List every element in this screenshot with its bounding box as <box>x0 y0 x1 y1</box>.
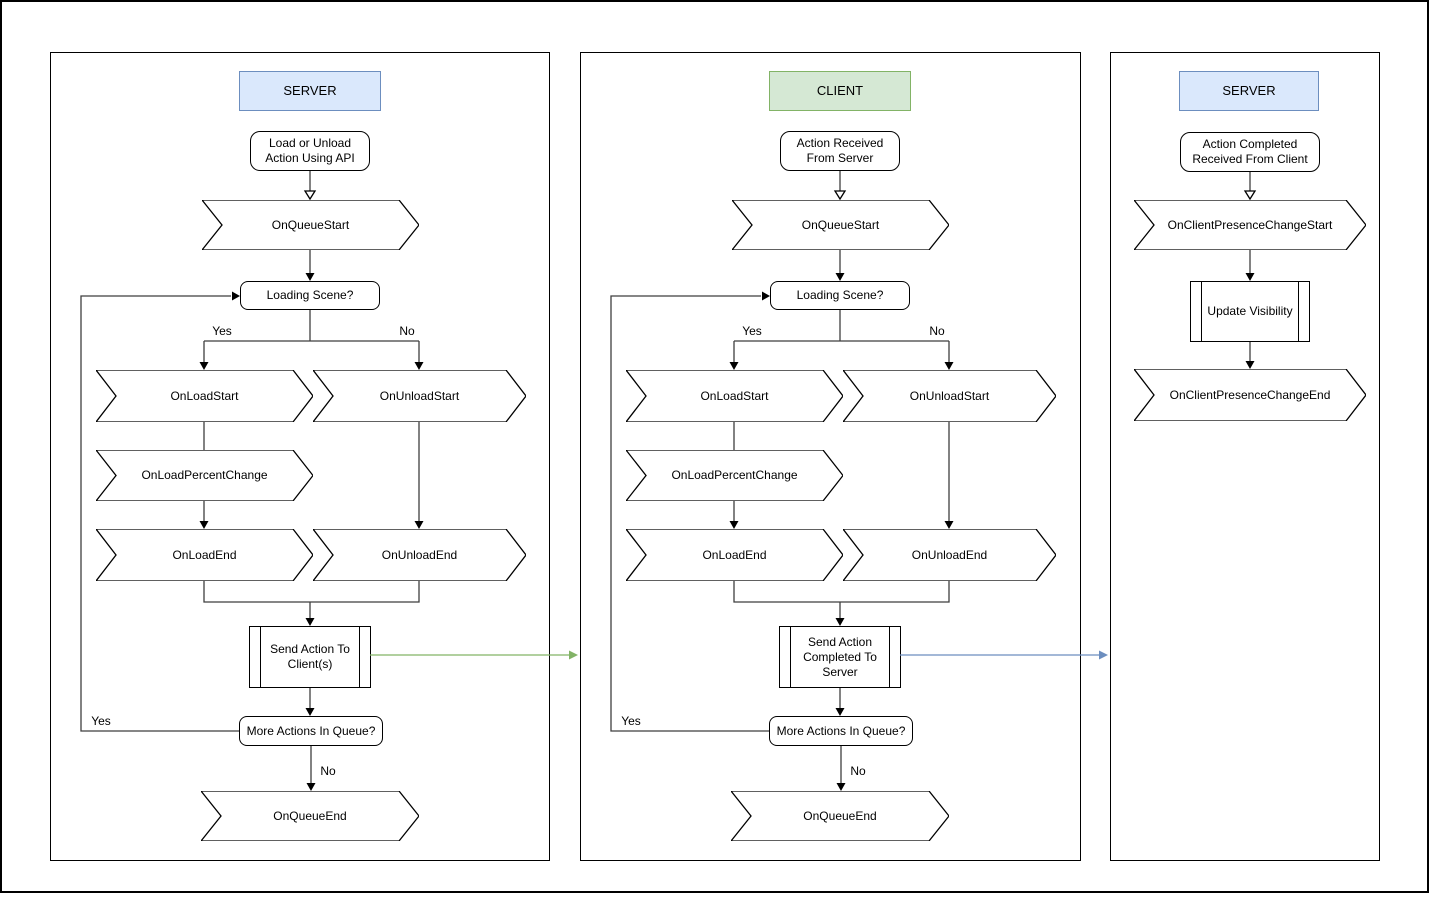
start-node-label: Action Received From Server <box>796 136 884 165</box>
on-queue-end-label: OnQueueEnd <box>803 808 877 823</box>
on-client-presence-change-start-label: OnClientPresenceChangeStart <box>1167 217 1333 232</box>
on-load-percent-change-label: OnLoadPercentChange <box>141 468 268 482</box>
on-load-start-node: OnLoadStart <box>626 370 843 422</box>
loop-yes-label: Yes <box>621 714 641 728</box>
step-shape <box>843 370 1056 422</box>
on-load-start-label: OnLoadStart <box>700 388 769 403</box>
on-load-start-node: OnLoadStart <box>96 370 313 422</box>
on-load-end-label: OnLoadEnd <box>702 547 767 562</box>
no-branch-label: No <box>399 324 415 338</box>
on-unload-start-label: OnUnloadStart <box>379 388 460 403</box>
server-presence-lane: SERVER Action Completed Received From Cl… <box>1110 52 1380 861</box>
more-actions-decision: More Actions In Queue? <box>769 716 913 746</box>
more-actions-decision: More Actions In Queue? <box>239 716 383 746</box>
send-action-label: Send Action To Client(s) <box>270 642 350 671</box>
step-shape <box>1134 369 1366 421</box>
start-node: Load or Unload Action Using API <box>250 131 370 171</box>
on-load-end-node: OnLoadEnd <box>626 529 843 581</box>
on-unload-start-node: OnUnloadStart <box>313 370 526 422</box>
step-shape <box>731 791 949 841</box>
on-queue-start-label: OnQueueStart <box>271 217 350 232</box>
loading-scene-label: Loading Scene? <box>266 288 354 302</box>
on-client-presence-change-start-node: OnClientPresenceChangeStart <box>1134 200 1366 250</box>
lane-header: CLIENT <box>769 71 911 111</box>
on-unload-start-label: OnUnloadStart <box>909 388 990 403</box>
on-client-presence-change-end-label: OnClientPresenceChangeEnd <box>1169 387 1331 402</box>
on-unload-start-node: OnUnloadStart <box>843 370 1056 422</box>
step-shape <box>201 791 419 841</box>
send-action-label: Send Action Completed To Server <box>803 634 877 679</box>
start-node-label: Action Completed Received From Client <box>1192 137 1308 166</box>
on-load-percent-change-label: OnLoadPercentChange <box>671 468 798 482</box>
predefined-process-bar <box>889 627 890 687</box>
no-branch-label: No <box>929 324 945 338</box>
lane-header-label: CLIENT <box>816 82 864 98</box>
predefined-process-bar <box>359 627 360 687</box>
on-load-end-label: OnLoadEnd <box>172 547 237 562</box>
update-visibility-label: Update Visibility <box>1207 304 1293 318</box>
predefined-process-bar <box>260 627 261 687</box>
on-load-end-node: OnLoadEnd <box>96 529 313 581</box>
on-load-percent-change-node: OnLoadPercentChange <box>96 450 313 501</box>
on-queue-start-node: OnQueueStart <box>732 200 949 250</box>
lane-header: SERVER <box>239 71 381 111</box>
loop-yes-label: Yes <box>91 714 111 728</box>
step-shape <box>313 529 526 581</box>
step-shape <box>313 370 526 422</box>
predefined-process-bar <box>1298 282 1299 341</box>
predefined-process-bar <box>1201 282 1202 341</box>
yes-branch-label: Yes <box>742 324 762 338</box>
lane-header: SERVER <box>1179 71 1319 111</box>
step-shape <box>1134 200 1366 250</box>
update-visibility-process: Update Visibility <box>1190 281 1310 342</box>
on-queue-end-node: OnQueueEnd <box>201 791 419 841</box>
start-node: Action Completed Received From Client <box>1180 132 1320 172</box>
lane-header-label: SERVER <box>283 82 337 98</box>
on-unload-end-node: OnUnloadEnd <box>843 529 1056 581</box>
yes-branch-label: Yes <box>212 324 232 338</box>
on-load-start-label: OnLoadStart <box>170 388 239 403</box>
on-queue-start-label: OnQueueStart <box>801 217 880 232</box>
step-shape <box>202 200 419 250</box>
queue-end-no-label: No <box>320 764 336 778</box>
on-queue-start-node: OnQueueStart <box>202 200 419 250</box>
queue-end-no-label: No <box>850 764 866 778</box>
on-client-presence-change-end-node: OnClientPresenceChangeEnd <box>1134 369 1366 421</box>
lane-header-label: SERVER <box>1222 82 1276 98</box>
on-unload-end-label: OnUnloadEnd <box>381 547 458 562</box>
loading-scene-decision: Loading Scene? <box>770 281 910 310</box>
server-queue-lane: SERVER Load or Unload Action Using API O… <box>50 52 550 861</box>
step-shape <box>732 200 949 250</box>
start-node-label: Load or Unload Action Using API <box>265 136 355 165</box>
start-node: Action Received From Server <box>780 131 900 171</box>
on-unload-end-node: OnUnloadEnd <box>313 529 526 581</box>
on-queue-end-label: OnQueueEnd <box>273 808 347 823</box>
predefined-process-bar <box>790 627 791 687</box>
loading-scene-decision: Loading Scene? <box>240 281 380 310</box>
more-actions-label: More Actions In Queue? <box>776 723 906 738</box>
send-action-process: Send Action To Client(s) <box>249 626 371 688</box>
send-action-process: Send Action Completed To Server <box>779 626 901 688</box>
more-actions-label: More Actions In Queue? <box>246 723 376 738</box>
loading-scene-label: Loading Scene? <box>796 288 884 302</box>
on-load-percent-change-node: OnLoadPercentChange <box>626 450 843 501</box>
step-shape <box>843 529 1056 581</box>
client-queue-lane: CLIENT Action Received From Server OnQue… <box>580 52 1081 861</box>
on-unload-end-label: OnUnloadEnd <box>911 547 988 562</box>
connector-lines <box>1243 172 1257 369</box>
on-queue-end-node: OnQueueEnd <box>731 791 949 841</box>
